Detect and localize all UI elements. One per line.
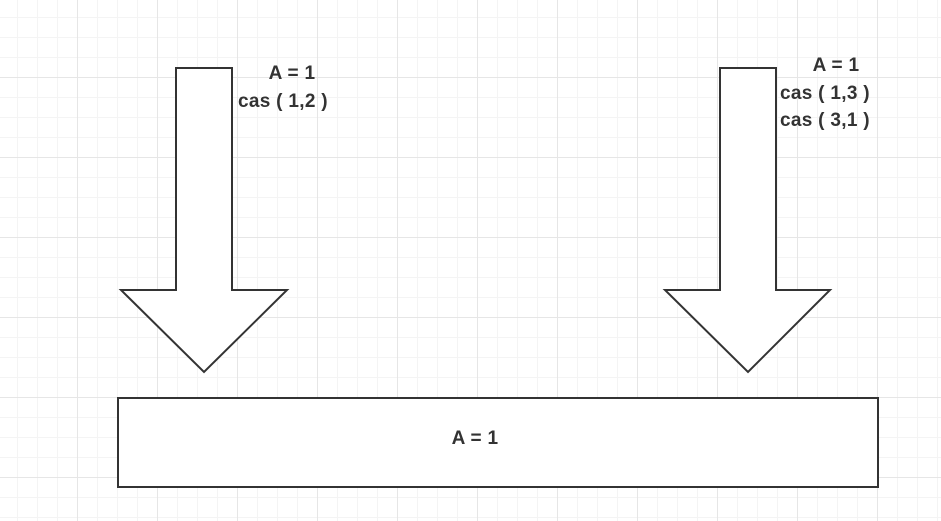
memory-box-label: A = 1 xyxy=(451,428,499,449)
left-arrow-value-label: A = 1 xyxy=(268,63,316,84)
memory-box xyxy=(117,397,879,488)
right-arrow-value-label: A = 1 xyxy=(812,55,860,76)
left-arrow-cas-label: cas ( 1,2 ) xyxy=(238,91,328,112)
right-arrow-cas-label-1: cas ( 1,3 ) xyxy=(780,83,870,104)
right-arrow-cas-label-2: cas ( 3,1 ) xyxy=(780,110,870,131)
left-down-arrow xyxy=(118,67,290,374)
right-down-arrow xyxy=(662,67,833,374)
